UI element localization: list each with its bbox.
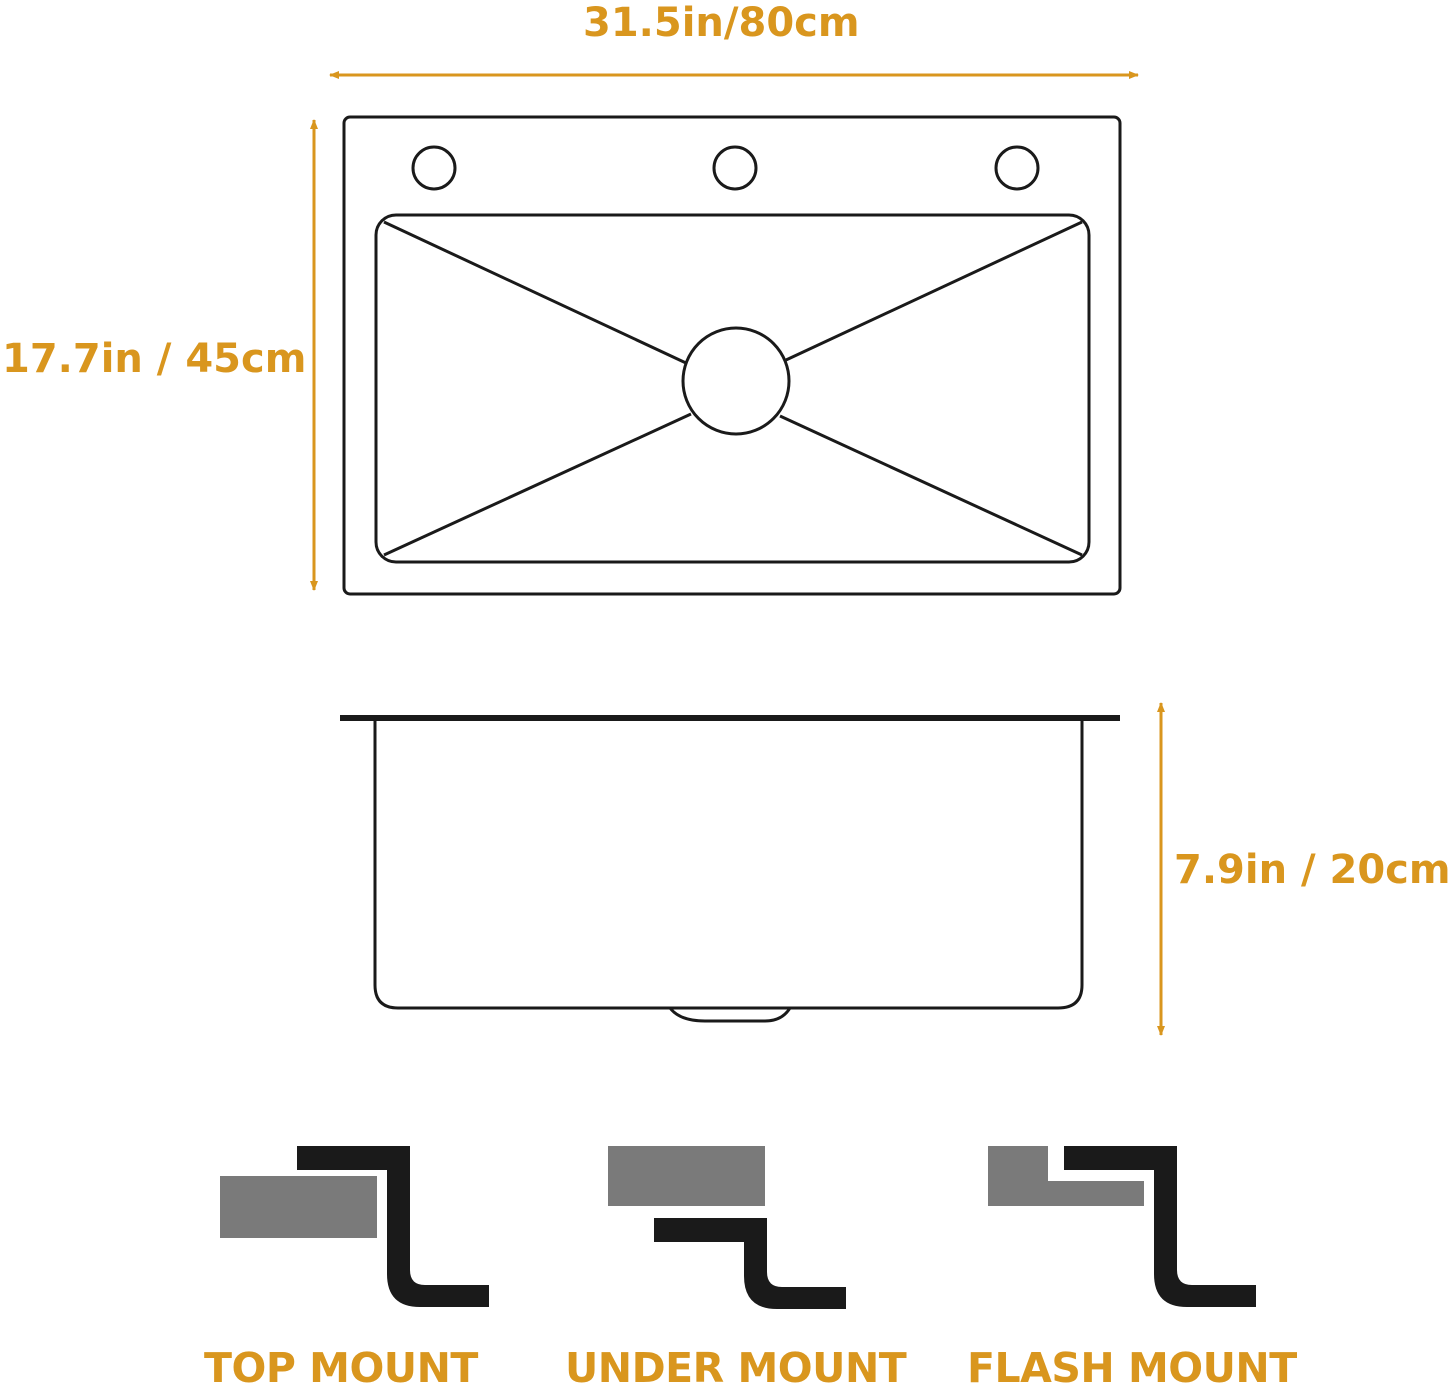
flash-mount-label: FLASH MOUNT [967, 1344, 1297, 1392]
depth-dimension-label: 7.9in / 20cm [1174, 847, 1448, 893]
faucet-hole-center [712, 145, 758, 191]
sink-side-view [340, 715, 1120, 1023]
sink-side-bowl [373, 721, 1084, 1010]
sink-basin [374, 213, 1091, 564]
drain-slope-bottom-left [383, 412, 692, 557]
drain-slope-bottom-right [779, 414, 1083, 557]
width-dimension-label: 31.5in/80cm [583, 0, 860, 46]
drain-slope-top-left [383, 220, 687, 365]
top-mount-icon [220, 1146, 489, 1307]
flash-mount-icon [988, 1146, 1256, 1307]
sink-side-drain [668, 1007, 792, 1023]
sink-top-view [342, 115, 1122, 596]
under-mount-label: UNDER MOUNT [565, 1344, 907, 1392]
drain-icon [681, 326, 791, 436]
sink-outer-rim [342, 115, 1122, 596]
countertop-block [220, 1176, 377, 1238]
countertop-block [988, 1146, 1144, 1206]
faucet-hole-right [994, 145, 1040, 191]
length-dimension-label: 17.7in / 45cm [2, 336, 307, 382]
drain-slope-top-right [785, 220, 1083, 362]
under-mount-icon [608, 1146, 846, 1309]
faucet-hole-left [411, 145, 457, 191]
sink-profile [297, 1146, 489, 1307]
countertop-block [608, 1146, 765, 1206]
sink-profile [1064, 1146, 1256, 1307]
sink-profile [654, 1218, 846, 1309]
top-mount-label: TOP MOUNT [204, 1344, 478, 1392]
